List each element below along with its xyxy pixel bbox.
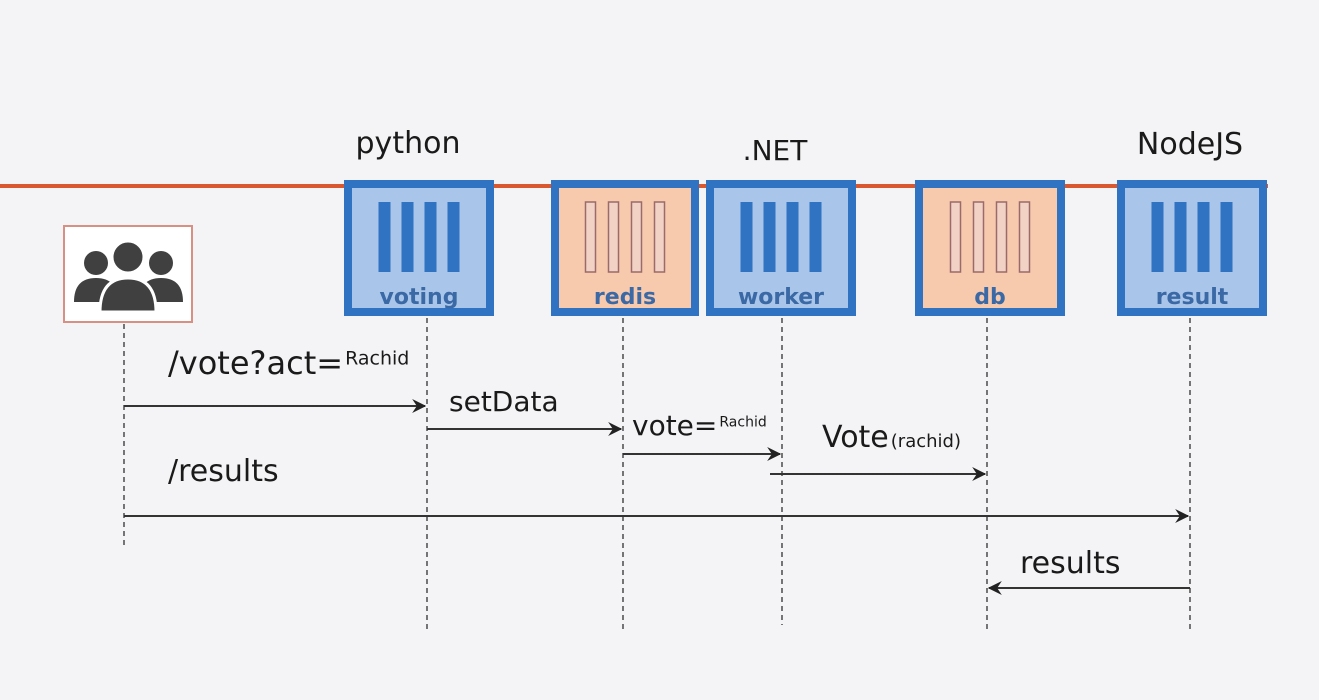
container-icon: [949, 201, 1031, 273]
tech-label-dotnet: .NET: [743, 134, 809, 167]
containers: voting redis worker db result: [344, 180, 1267, 316]
container-icon: [1151, 202, 1233, 272]
container-box: [344, 180, 494, 316]
container-box: [915, 180, 1065, 316]
tech-label-nodejs: NodeJS: [1137, 127, 1243, 162]
container-bar: [763, 202, 776, 272]
container-label: result: [1156, 285, 1229, 310]
container-icon: [740, 202, 822, 272]
message-3: vote=Rachid: [623, 409, 782, 461]
message-6: results: [987, 546, 1190, 595]
message-text: /vote?act=: [168, 344, 343, 382]
message-text: Vote: [822, 420, 889, 455]
container-bar: [630, 201, 643, 273]
container-bar: [378, 202, 391, 272]
container-box: [1117, 180, 1267, 316]
container-result: result: [1117, 180, 1267, 316]
container-box: [706, 180, 856, 316]
message-param: Rachid: [345, 347, 409, 369]
message-label: vote=Rachid: [632, 409, 767, 442]
container-bar: [740, 202, 753, 272]
container-bar: [584, 201, 597, 273]
message-label: /vote?act=Rachid: [168, 344, 409, 382]
container-label: db: [974, 285, 1006, 310]
container-bar: [447, 202, 460, 272]
container-box: [551, 180, 699, 316]
message-text: results: [1020, 546, 1121, 581]
container-label: worker: [738, 285, 824, 310]
container-bar: [995, 201, 1008, 273]
container-bar: [1174, 202, 1187, 272]
container-worker: worker: [706, 180, 856, 316]
container-icon: [584, 201, 666, 273]
container-bar: [809, 202, 822, 272]
message-2: setData: [427, 385, 623, 436]
tech-label-python: python: [356, 126, 461, 161]
container-bar: [401, 202, 414, 272]
container-db: db: [915, 180, 1065, 316]
container-icon: [378, 202, 460, 272]
message-label: /results: [168, 454, 279, 489]
message-5: /results: [124, 454, 1190, 523]
container-bar: [1151, 202, 1164, 272]
container-bar: [949, 201, 962, 273]
message-4: Vote(rachid): [770, 420, 987, 481]
actor-users: [63, 225, 193, 323]
message-param: Rachid: [719, 415, 766, 431]
message-param: (rachid): [891, 431, 961, 452]
container-bar: [972, 201, 985, 273]
container-label: redis: [594, 285, 656, 310]
message-text: /results: [168, 454, 279, 489]
container-voting: voting: [344, 180, 494, 316]
container-bar: [786, 202, 799, 272]
container-bar: [607, 201, 620, 273]
lifelines: [123, 318, 1191, 630]
container-bar: [1018, 201, 1031, 273]
message-text: vote=: [632, 409, 717, 442]
message-label: results: [1020, 546, 1121, 581]
message-1: /vote?act=Rachid: [124, 344, 427, 413]
container-redis: redis: [551, 180, 699, 316]
message-label: Vote(rachid): [822, 420, 961, 455]
container-bar: [653, 201, 666, 273]
message-text: setData: [449, 385, 559, 418]
container-bar: [1197, 202, 1210, 272]
container-label: voting: [380, 285, 459, 310]
container-bar: [1220, 202, 1233, 272]
container-bar: [424, 202, 437, 272]
message-label: setData: [449, 385, 559, 418]
users-icon: [74, 239, 183, 314]
